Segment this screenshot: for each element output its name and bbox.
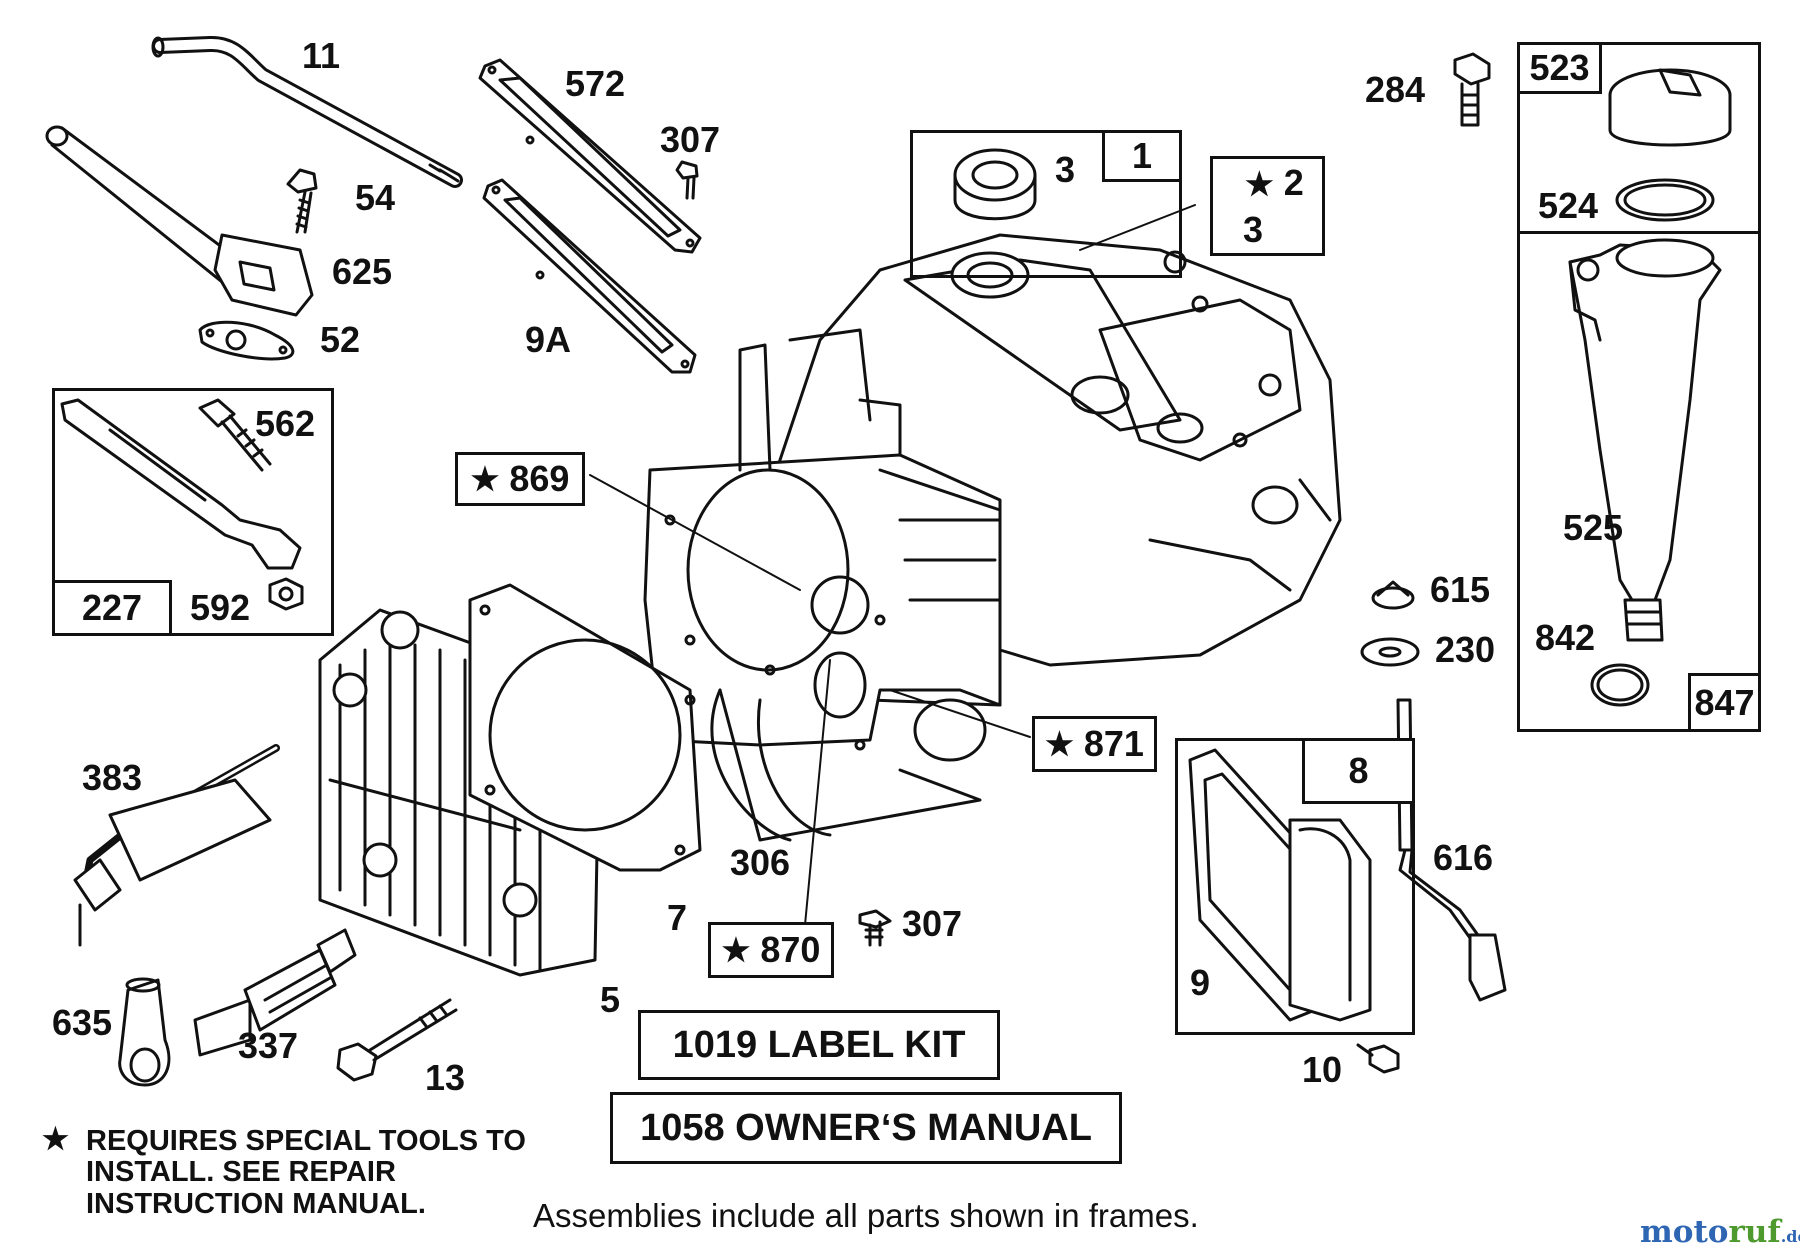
special-tools-text: REQUIRES SPECIAL TOOLS TO INSTALL. SEE R… [86, 1125, 526, 1220]
cap-part-523 [1608, 68, 1732, 147]
part-label-284: 284 [1365, 69, 1426, 110]
bolt-part-10 [1356, 1043, 1400, 1074]
callout-871: ★ 871 [1032, 716, 1157, 772]
part-label-306: 306 [730, 842, 791, 883]
star-icon: ★ [42, 1123, 69, 1156]
leader-lines [589, 204, 1196, 926]
part-label-847: 847 [1694, 681, 1755, 723]
boot-part-635 [118, 977, 171, 1087]
part-label-616: 616 [1433, 837, 1494, 878]
washer-part-615 [1371, 580, 1415, 610]
part-label-625: 625 [332, 251, 393, 292]
gasket-part-9A [482, 178, 697, 374]
part-label-13: 13 [425, 1057, 466, 1098]
bracket-part-227 [60, 398, 302, 570]
tube-part-625 [45, 125, 314, 317]
seal-part-524 [1615, 178, 1715, 222]
owners-manual-banner: 1058 OWNER‘S MANUAL [610, 1092, 1122, 1164]
part-label-2: 2 [1283, 162, 1304, 203]
star-icon: ★ [721, 932, 751, 968]
part-label-870: 870 [760, 929, 821, 970]
part-label-635: 635 [52, 1002, 113, 1043]
part-label-230: 230 [1435, 629, 1496, 670]
seal-part-3 [953, 148, 1037, 221]
part-842 [1623, 598, 1664, 642]
owners-manual-text: 1058 OWNER‘S MANUAL [640, 1106, 1092, 1149]
part-label-5: 5 [600, 979, 621, 1020]
gasket-part-572 [478, 58, 702, 254]
tool-part-383 [73, 744, 280, 947]
oring-part-847 [1590, 663, 1650, 707]
bolt-part-13 [336, 998, 458, 1082]
part-label-10: 10 [1302, 1049, 1343, 1090]
label-kit-text: 1019 LABEL KIT [672, 1023, 966, 1066]
nut-part-592 [268, 577, 304, 611]
part-label-8: 8 [1348, 750, 1369, 791]
gasket-part-52 [198, 320, 295, 361]
frame-1 [910, 130, 1182, 278]
frame-8-number: 8 [1302, 738, 1415, 804]
screw-part-54 [286, 168, 318, 234]
part-label-562: 562 [255, 403, 316, 444]
frame-227 [52, 388, 334, 636]
tube-part-525 [1568, 238, 1722, 607]
star-icon: ★ [1245, 166, 1274, 202]
star-icon: ★ [470, 461, 500, 497]
frame-2-label: ★ 2 [1245, 165, 1304, 201]
part-label-9: 9 [1190, 962, 1211, 1003]
bolt-part-562 [198, 398, 272, 472]
part-label-3-frame2: 3 [1243, 209, 1264, 250]
label-kit-banner: 1019 LABEL KIT [638, 1010, 1000, 1080]
frame-227-number: 227 [52, 580, 172, 636]
special-tools-note: ★ REQUIRES SPECIAL TOOLS TO INSTALL. SEE… [42, 1123, 562, 1220]
cover-part-8 [1288, 818, 1372, 1022]
star-icon: ★ [1045, 726, 1074, 762]
part-label-11: 11 [302, 35, 341, 76]
bolt-part-307-top [675, 160, 699, 200]
frame-8 [1175, 738, 1415, 1035]
spark-plug-part-337 [193, 928, 357, 1057]
part-label-871: 871 [1083, 723, 1144, 764]
part-label-307-bottom: 307 [902, 903, 963, 944]
part-label-572: 572 [565, 63, 626, 104]
frame-523-upper [1517, 42, 1761, 234]
callout-870: ★ 870 [708, 922, 834, 978]
part-label-615: 615 [1430, 569, 1491, 610]
frame-523-number: 523 [1517, 42, 1602, 94]
assemblies-footer: Assemblies include all parts shown in fr… [533, 1197, 1199, 1234]
bolt-part-307-bottom [858, 909, 892, 947]
watermark-logo: motoruf.de [1640, 1214, 1800, 1250]
part-label-9A: 9A [525, 319, 572, 360]
part-label-524: 524 [1538, 185, 1599, 226]
part-label-54: 54 [355, 177, 396, 218]
bolt-part-284 [1453, 52, 1491, 127]
part-label-592: 592 [190, 587, 251, 628]
part-label-842: 842 [1535, 617, 1596, 658]
part-label-869: 869 [509, 458, 570, 499]
part-label-525: 525 [1563, 507, 1624, 548]
frame-2 [1210, 156, 1325, 256]
head-gasket-part-7 [468, 583, 702, 872]
part-label-523: 523 [1529, 47, 1590, 88]
part-label-383: 383 [82, 757, 143, 798]
part-label-52: 52 [320, 319, 361, 360]
part-label-7: 7 [667, 897, 688, 938]
frame-1-number: 1 [1102, 130, 1182, 182]
part-label-227: 227 [81, 587, 143, 628]
part-label-1: 1 [1131, 135, 1153, 176]
frame-847-number: 847 [1688, 673, 1761, 732]
washer-part-230 [1360, 637, 1420, 667]
part-label-307-top: 307 [660, 119, 721, 160]
callout-869: ★ 869 [455, 452, 585, 506]
part-label-337: 337 [238, 1025, 299, 1066]
part-label-3-seal: 3 [1055, 149, 1076, 190]
rod-part-11 [151, 36, 463, 188]
engine-block [643, 233, 1342, 842]
